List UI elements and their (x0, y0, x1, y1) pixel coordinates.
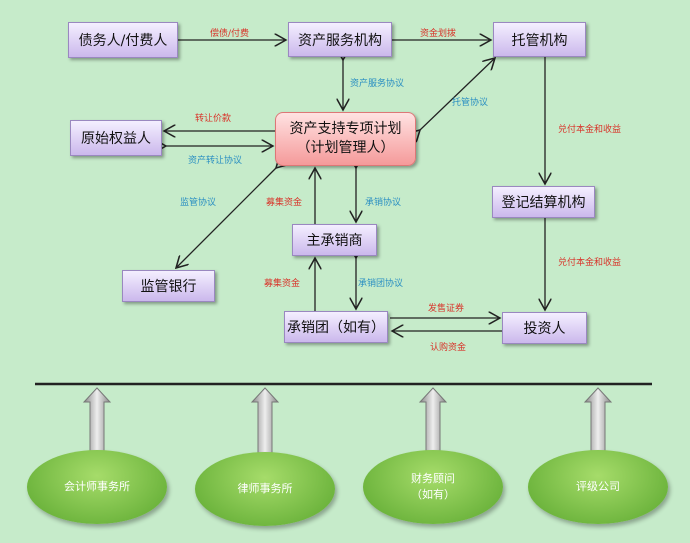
ellipse-law-firm: 律师事务所 (195, 452, 335, 526)
node-supervisor-bank: 监管银行 (122, 270, 215, 302)
ellipse-accounting-firm: 会计师事务所 (27, 450, 167, 524)
edge-label: 募集资金 (264, 279, 301, 289)
node-debtor: 债务人/付费人 (68, 22, 178, 58)
edge-label: 托管协议 (452, 98, 489, 108)
node-label: （计划管理人） (296, 140, 395, 156)
ellipse-label: （如有） (411, 488, 455, 501)
node-servicer: 资产服务机构 (288, 22, 392, 57)
node-label: 登记结算机构 (501, 195, 586, 211)
node-lead-underwriter: 主承销商 (292, 224, 377, 256)
node-registrar: 登记结算机构 (492, 186, 595, 218)
node-label: 承销团（如有） (287, 320, 385, 336)
node-label: 资产支持专项计划 (289, 121, 402, 137)
ellipse-label: 评级公司 (576, 480, 620, 493)
edge-label: 承销协议 (365, 198, 402, 208)
edge-label: 资金划拨 (420, 29, 457, 39)
node-label: 投资人 (523, 321, 566, 337)
edge-label: 募集资金 (266, 198, 303, 208)
node-label: 原始权益人 (81, 131, 151, 147)
edge-label: 兑付本金和收益 (558, 258, 622, 268)
node-label: 资产服务机构 (298, 32, 382, 49)
ellipse-label: 会计师事务所 (64, 480, 130, 493)
node-label: 主承销商 (306, 233, 363, 249)
node-label: 托管机构 (511, 32, 568, 49)
ellipse-label: 财务顾问 (411, 472, 455, 485)
node-originator: 原始权益人 (70, 120, 162, 156)
node-special-plan: 资产支持专项计划 （计划管理人） (275, 112, 416, 166)
ellipse-rating-agency: 评级公司 (528, 450, 668, 524)
edge-label: 认购资金 (430, 343, 467, 353)
edge-label: 兑付本金和收益 (558, 125, 622, 135)
node-syndicate: 承销团（如有） (284, 311, 388, 343)
edge-label: 监管协议 (180, 198, 217, 208)
node-custodian: 托管机构 (493, 22, 586, 57)
edge-label: 偿债/付费 (210, 29, 250, 39)
node-label: 债务人/付费人 (78, 33, 168, 49)
ellipse-label: 律师事务所 (237, 482, 293, 495)
edge-label: 资产服务协议 (350, 79, 405, 89)
ellipse-financial-advisor: 财务顾问 （如有） (363, 450, 503, 524)
edge-label: 资产转让协议 (188, 156, 243, 166)
edge-label: 发售证券 (428, 304, 465, 314)
edge-label: 转让价款 (195, 114, 232, 124)
node-label: 监管银行 (140, 279, 197, 295)
node-investor: 投资人 (502, 312, 587, 344)
edge-label: 承销团协议 (358, 279, 404, 289)
